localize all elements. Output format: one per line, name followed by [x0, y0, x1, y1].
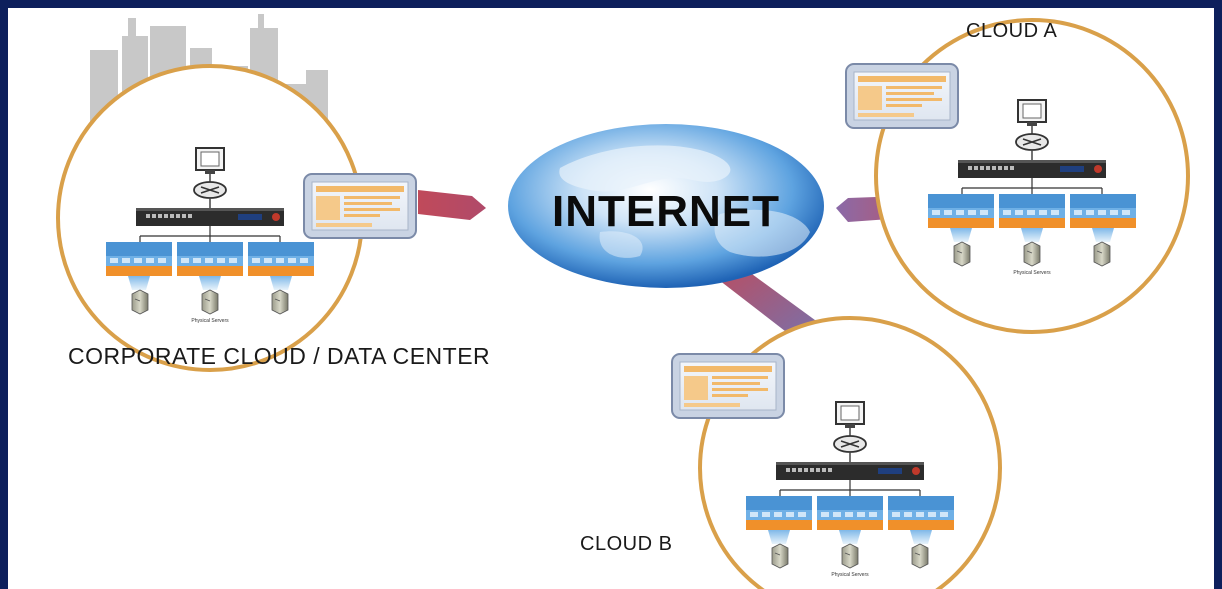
cloud-a-label: CLOUD A [966, 20, 1058, 42]
cloud-b-label: CLOUD B [580, 533, 673, 555]
svg-text:Physical Servers: Physical Servers [831, 572, 869, 578]
svg-text:Physical Servers: Physical Servers [1013, 270, 1051, 276]
internet-globe [508, 124, 824, 288]
cloud-b-document-icon [671, 353, 785, 419]
internet-label: INTERNET [552, 187, 780, 236]
corporate-document-icon [303, 173, 417, 239]
svg-text:Physical Servers: Physical Servers [191, 318, 229, 324]
cloud-a-document-icon [845, 63, 959, 129]
link-corporate-internet [418, 190, 486, 220]
corporate-cloud-label: CORPORATE CLOUD / DATA CENTER [68, 343, 491, 369]
